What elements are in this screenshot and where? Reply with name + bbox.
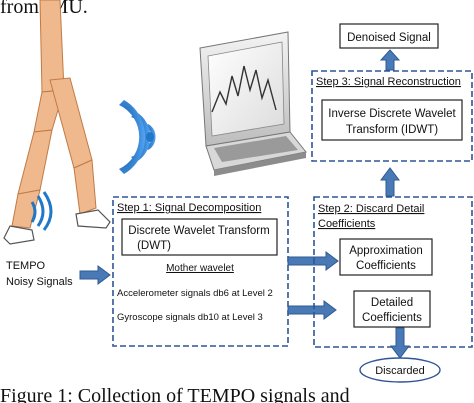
idwt-box [321,99,463,141]
step2-title-line1: Step 2: Discard Detail [318,203,424,215]
idwt-label-line1: Inverse Discrete Wavelet [328,108,456,120]
denoised-signal-label: Denoised Signal [347,32,431,44]
figure-caption: Figure 1: Collection of TEMPO signals an… [0,385,350,403]
dwt-label-line2: (DWT) [137,240,171,252]
wifi-signal-icon [119,100,156,174]
mother-wavelet-label: Mother wavelet [166,263,234,274]
detailed-box [353,290,431,328]
approximation-label-line2: Coefficients [356,260,416,272]
approximation-label-line1: Approximation [349,245,423,257]
wifi-signal-icon [30,191,53,231]
arrow-down [390,327,410,359]
arrow-right [287,251,339,271]
arrow-right [287,300,337,320]
detailed-label-line2: Coefficients [362,312,422,324]
detailed-label-line1: Detailed [371,297,413,309]
gyroscope-label: Gyroscope signals db10 at Level 3 [117,312,263,323]
step3-box [311,70,473,162]
arrow-up [379,49,401,71]
dwt-box [121,218,278,256]
laptop-icon [199,31,307,176]
approximation-box [339,238,433,276]
idwt-label-line2: Transform (IDWT) [346,124,438,136]
input-label-line2: Noisy Signals [6,276,73,288]
input-label-line1: TEMPO [6,260,46,272]
walking-person-icon [3,0,111,245]
arrow-up [380,167,400,197]
step1-title: Step 1: Signal Decomposition [117,202,261,214]
discarded-ellipse [359,357,441,383]
accelerometer-label: Accelerometer signals db6 at Level 2 [117,288,273,299]
discarded-label: Discarded [375,365,425,377]
step3-title: Step 3: Signal Reconstruction [316,76,461,88]
arrow-right [79,265,111,285]
dwt-label-line1: Discrete Wavelet Transform [128,225,269,237]
denoised-signal-box [339,23,439,49]
step2-title-line2: Coefficients [318,218,376,230]
